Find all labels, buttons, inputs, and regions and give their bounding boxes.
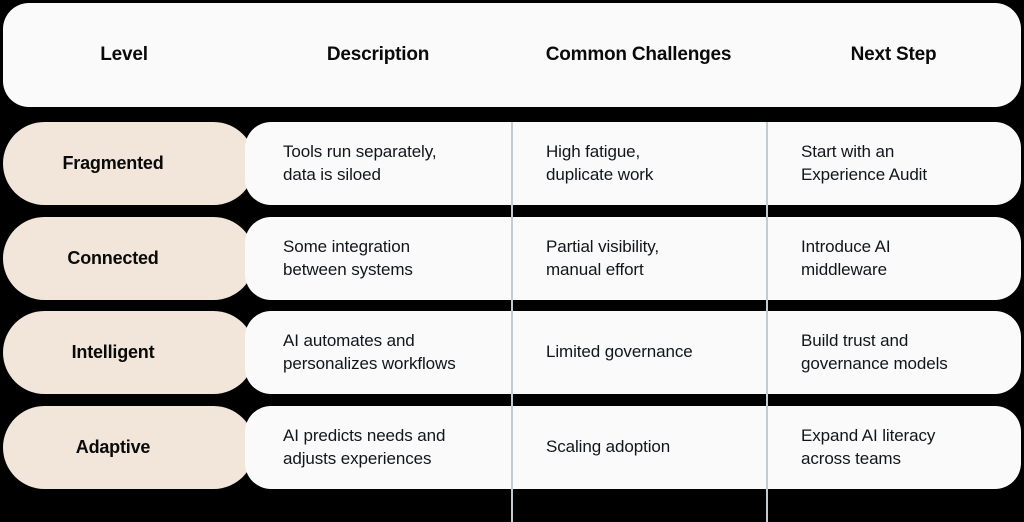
cell-common-challenges: Limited governance (546, 342, 693, 362)
row-body: Some integration between systems Partial… (245, 217, 1021, 300)
cell-next-step: Build trust and governance models (801, 330, 948, 373)
cell-description: Some integration between systems (283, 236, 413, 279)
cell-description: Tools run separately, data is siloed (283, 141, 437, 184)
cell-next-step: Introduce AI middleware (801, 236, 891, 279)
level-pill: Intelligent (3, 311, 255, 394)
level-pill: Adaptive (3, 406, 255, 489)
column-header-next-step: Next Step (850, 44, 937, 66)
cell-common-challenges: Partial visibility, manual effort (546, 236, 660, 279)
column-header-level: Level (100, 44, 148, 66)
level-label: Intelligent (71, 342, 155, 362)
table-header-card: Level Description Common Challenges Next… (3, 3, 1021, 107)
cell-next-step: Start with an Experience Audit (801, 141, 927, 184)
column-header-description: Description (326, 44, 430, 66)
table-row: Fragmented Tools run separately, data is… (0, 122, 1024, 205)
level-label: Adaptive (75, 437, 151, 457)
cell-description: AI predicts needs and adjusts experience… (283, 425, 446, 468)
table-row: Adaptive AI predicts needs and adjusts e… (0, 406, 1024, 489)
level-pill: Connected (3, 217, 255, 300)
row-body: AI automates and personalizes workflows … (245, 311, 1021, 394)
table-row: Intelligent AI automates and personalize… (0, 311, 1024, 394)
cell-common-challenges: Scaling adoption (546, 437, 671, 457)
level-label: Connected (67, 248, 159, 268)
cell-description: AI automates and personalizes workflows (283, 330, 456, 373)
cell-common-challenges: High fatigue, duplicate work (546, 141, 654, 184)
cell-next-step: Expand AI literacy across teams (801, 425, 936, 468)
row-body: Tools run separately, data is siloed Hig… (245, 122, 1021, 205)
level-label: Fragmented (62, 153, 164, 173)
row-body: AI predicts needs and adjusts experience… (245, 406, 1021, 489)
level-pill: Fragmented (3, 122, 255, 205)
column-header-common-challenges: Common Challenges (545, 44, 732, 66)
table-row: Connected Some integration between syste… (0, 217, 1024, 300)
